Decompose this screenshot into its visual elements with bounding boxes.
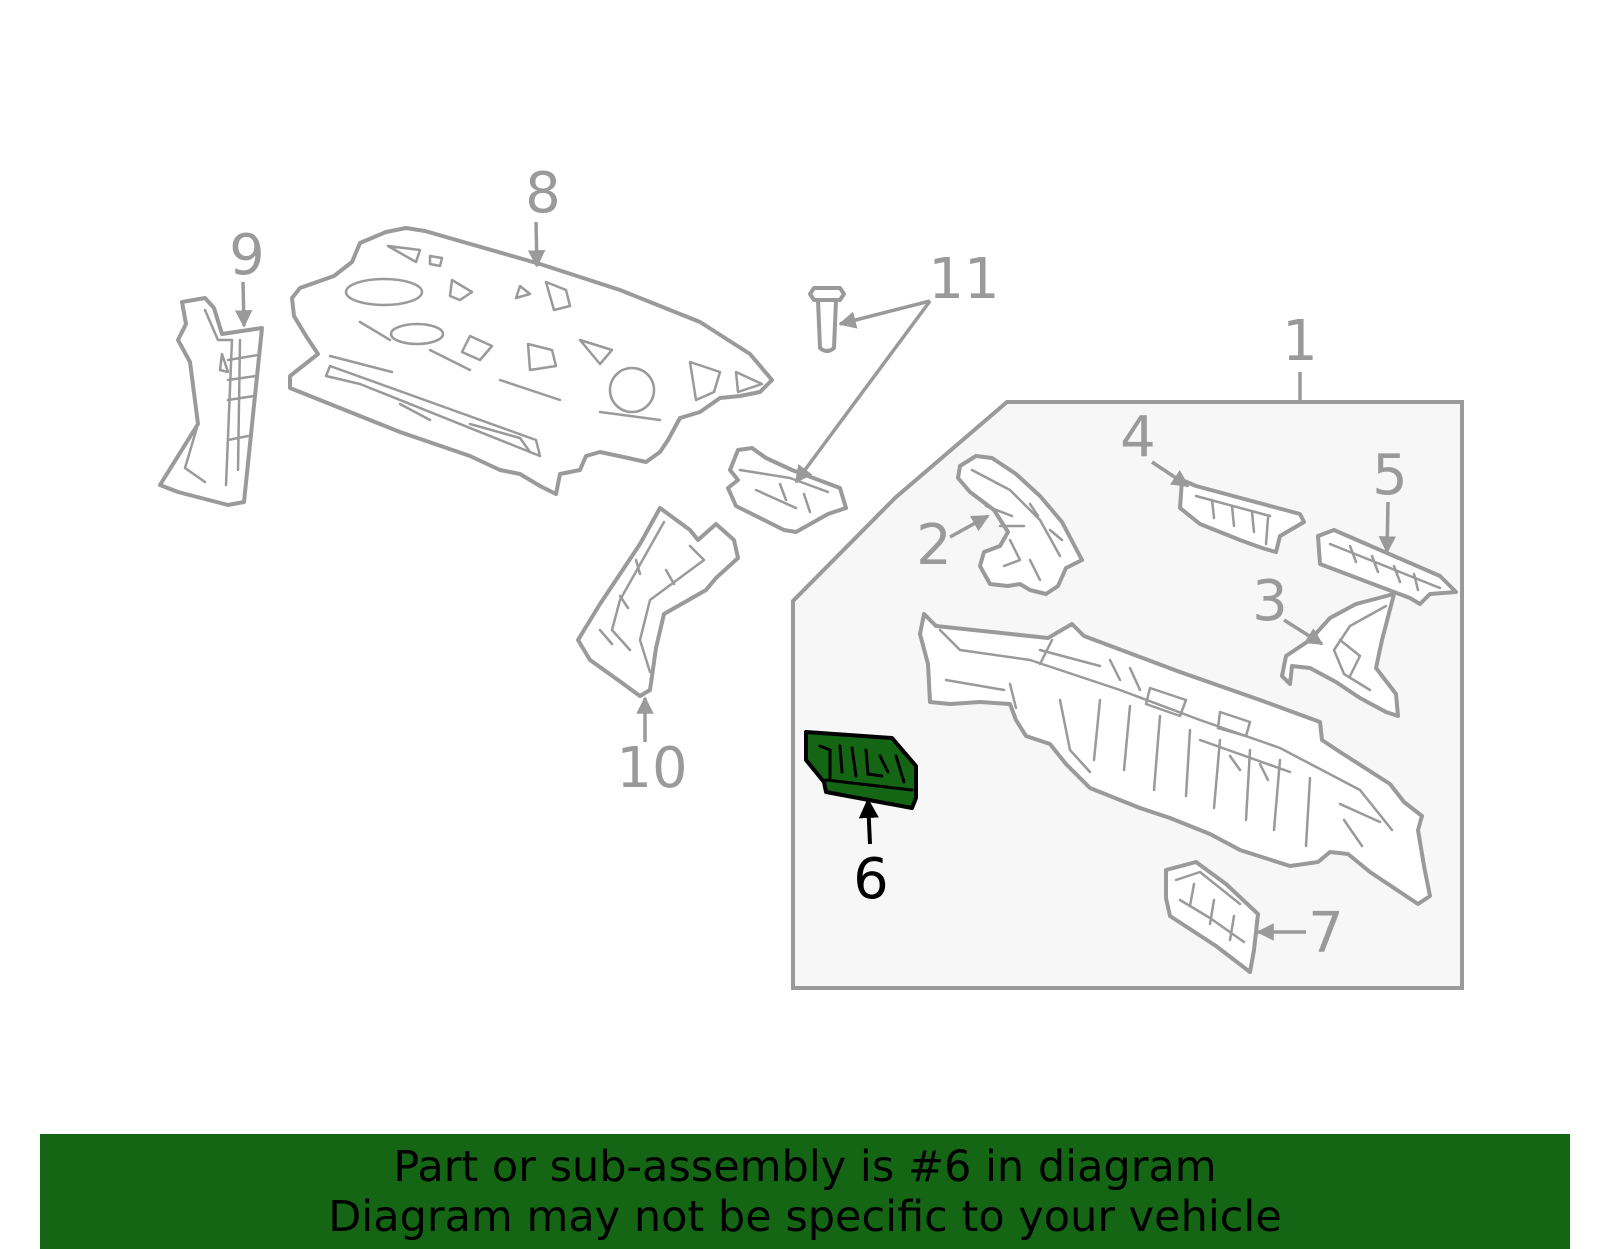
banner-line-disclaimer: Diagram may not be specific to your vehi…	[328, 1191, 1282, 1242]
callout-7: 7	[1308, 901, 1344, 966]
callout-2: 2	[916, 513, 952, 578]
banner-line-part: Part or sub-assembly is #6 in diagram	[393, 1141, 1217, 1192]
part-7-bracket[interactable]	[1164, 860, 1260, 974]
leader-line-5	[1378, 501, 1397, 554]
callout-6: 6	[853, 847, 889, 912]
callout-9: 9	[229, 223, 265, 288]
callout-3: 3	[1252, 569, 1288, 634]
leader-line-3	[1283, 618, 1324, 646]
callout-11: 11	[928, 247, 999, 312]
info-banner: Part or sub-assembly is #6 in diagram Di…	[40, 1134, 1570, 1249]
part-5-strip[interactable]	[1316, 528, 1458, 606]
part-9-pillar-bracket[interactable]	[158, 296, 264, 507]
leader-line-6	[858, 798, 879, 845]
leader-line-11b	[794, 299, 932, 484]
leader-line-4	[1151, 460, 1190, 488]
callout-8: 8	[525, 161, 561, 226]
leader-line-11a	[838, 299, 931, 329]
callout-4: 4	[1120, 405, 1156, 470]
leader-line-2	[949, 514, 990, 539]
part-11-bracket[interactable]	[726, 446, 848, 534]
part-4-strip[interactable]	[1178, 478, 1306, 554]
part-2-bracket[interactable]	[956, 454, 1084, 596]
callout-5: 5	[1372, 443, 1408, 508]
part-6-highlighted[interactable]	[804, 730, 918, 810]
part-10-lower-bracket[interactable]	[576, 506, 740, 698]
part-1-main-panel[interactable]	[918, 612, 1432, 906]
part-11-bolt[interactable]	[808, 286, 846, 353]
leader-line-9	[234, 281, 253, 328]
callout-1: 1	[1282, 309, 1318, 374]
leader-line-8	[527, 221, 546, 268]
part-8-rear-panel[interactable]	[288, 226, 774, 496]
callout-10: 10	[616, 736, 687, 801]
